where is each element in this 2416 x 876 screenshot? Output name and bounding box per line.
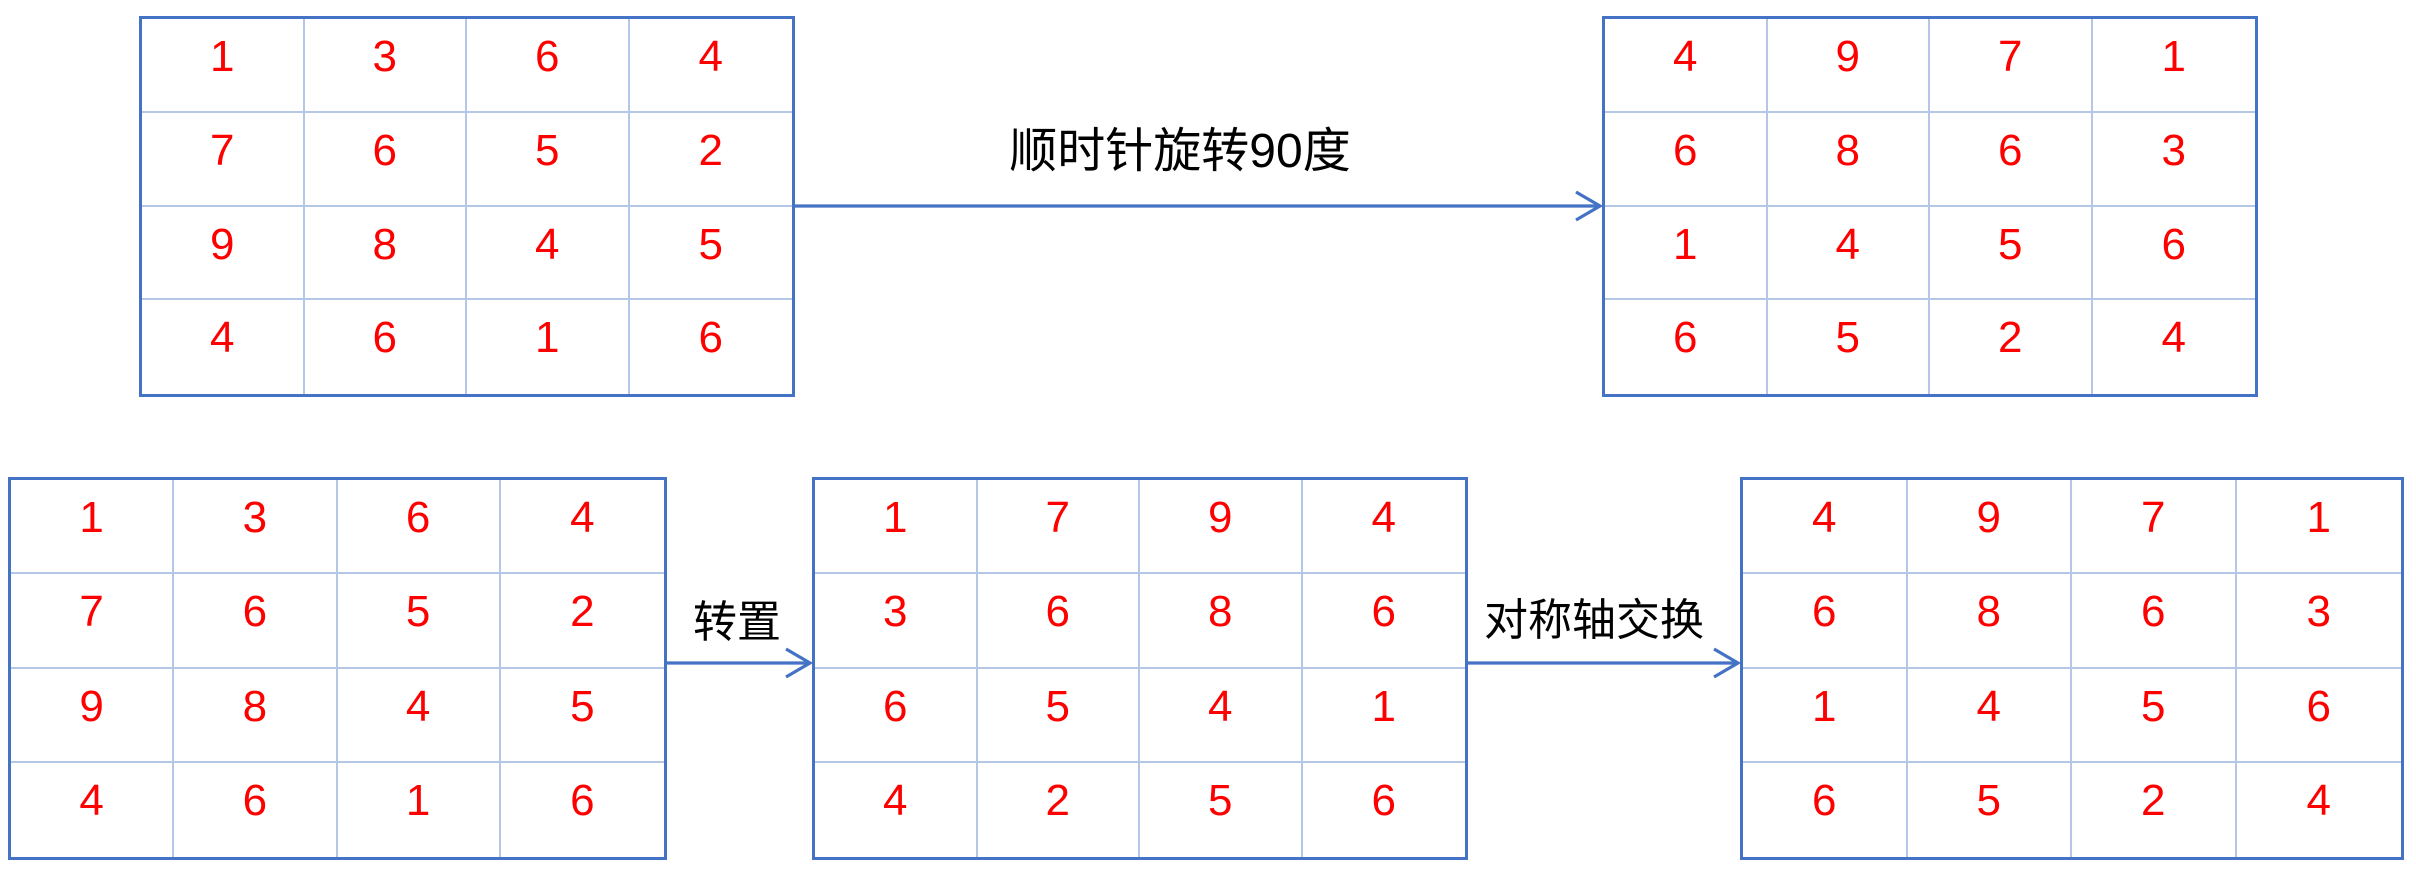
- matrix-cell: 8: [1767, 112, 1930, 207]
- mirror-arrow-label: 对称轴交换: [1484, 596, 1704, 645]
- matrix-cell: 3: [2092, 113, 2255, 207]
- matrix-cell: 6: [1371, 775, 1396, 825]
- matrix-cell: 4: [500, 480, 664, 575]
- matrix-cell: 1: [467, 300, 630, 394]
- matrix-cell: 6: [174, 762, 338, 857]
- matrix-cell: 8: [174, 668, 338, 763]
- matrix-cell: 2: [2072, 762, 2237, 857]
- matrix-cell: 5: [1768, 300, 1930, 394]
- matrix-cell: 6: [2092, 207, 2255, 301]
- matrix-cell: 4: [1605, 19, 1768, 113]
- matrix-cell: 5: [1140, 762, 1303, 857]
- matrix-cell: 4: [1302, 480, 1465, 575]
- matrix-cell: 6: [467, 19, 630, 113]
- matrix-cell: 5: [1908, 762, 2072, 857]
- matrix-cell: 6: [304, 112, 467, 207]
- matrix-cell: 6: [174, 574, 338, 669]
- matrix-cell: 9: [11, 668, 175, 763]
- matrix-cell: 6: [570, 775, 595, 825]
- transpose-arrow: [667, 647, 814, 679]
- matrix-cell: 4: [1767, 206, 1930, 301]
- matrix-cell: 6: [1743, 762, 1908, 857]
- matrix-cell: 5: [629, 207, 792, 301]
- matrix-cell: 3: [815, 574, 978, 669]
- matrix-cell: 6: [337, 480, 501, 575]
- matrix-cell: 1: [338, 762, 501, 857]
- matrix-cell: 4: [467, 206, 630, 301]
- matrix-cell: 9: [1907, 480, 2072, 575]
- matrix-cell: 5: [467, 112, 630, 207]
- matrix-cell: 3: [2236, 574, 2401, 669]
- matrix-cell: 2: [1930, 300, 2093, 394]
- matrix-cell: 4: [2161, 313, 2186, 363]
- matrix-cell: 2: [500, 574, 664, 669]
- matrix-cell: 4: [629, 19, 792, 113]
- matrix-cell: 2: [978, 762, 1140, 857]
- matrix-cell: 1: [11, 480, 175, 575]
- matrix-cell: 6: [2236, 669, 2401, 763]
- matrix-cell: 6: [815, 668, 978, 763]
- matrix-cell: 4: [11, 762, 175, 857]
- matrix-cell: 5: [337, 574, 501, 669]
- matrix-cell: 1: [1743, 668, 1908, 763]
- matrix-cell: 4: [815, 762, 978, 857]
- matrix-cell: 6: [2072, 574, 2237, 669]
- matrix-cell: 4: [337, 668, 501, 763]
- matrix-cell: 1: [2236, 480, 2401, 575]
- matrix-cell: 6: [1605, 300, 1768, 394]
- matrix-cell: 6: [698, 313, 723, 363]
- matrix-cell: 7: [11, 574, 175, 669]
- matrix-cell: 6: [1302, 574, 1465, 669]
- matrix-cell: 5: [2072, 668, 2237, 763]
- matrix-cell: 3: [304, 19, 467, 113]
- matrix-cell: 7: [977, 480, 1140, 575]
- matrix-cell: 2: [629, 113, 792, 207]
- matrix-cell: 6: [1605, 112, 1768, 207]
- mirror-arrow: [1468, 647, 1742, 679]
- matrix-cell: 1: [2092, 19, 2255, 113]
- matrix-cell: 1: [142, 19, 305, 113]
- matrix-cell: 4: [1743, 480, 1908, 575]
- matrix-cell: 4: [142, 300, 305, 394]
- matrix-cell: 6: [1743, 574, 1908, 669]
- matrix-cell: 9: [1140, 480, 1303, 575]
- matrix-cell: 6: [305, 300, 467, 394]
- matrix-cell: 8: [1907, 574, 2072, 669]
- matrix-cell: 5: [977, 668, 1140, 763]
- matrix-cell: 5: [1930, 206, 2093, 301]
- matrix-cell: 9: [142, 206, 305, 301]
- matrix-cell: 8: [1140, 574, 1303, 669]
- matrix-cell: 1: [1605, 206, 1768, 301]
- matrix-cell: 7: [1930, 19, 2093, 113]
- matrix-cell: 7: [142, 112, 305, 207]
- matrix-cell: 6: [1930, 112, 2093, 207]
- matrix-cell: 4: [1140, 668, 1303, 763]
- matrix-cell: 4: [2306, 775, 2331, 825]
- matrix-cell: 9: [1767, 19, 1930, 113]
- matrix-cell: 7: [2072, 480, 2237, 575]
- matrix-cell: 1: [1302, 669, 1465, 763]
- rotate-arrow-label: 顺时针旋转90度: [1009, 125, 1351, 178]
- matrix-cell: 6: [977, 574, 1140, 669]
- matrix-cell: 4: [1907, 668, 2072, 763]
- matrix-cell: 5: [500, 669, 664, 763]
- matrix-cell: 3: [174, 480, 338, 575]
- matrix-cell: 1: [815, 480, 978, 575]
- transpose-arrow-label: 转置: [693, 598, 781, 647]
- matrix-cell: 8: [304, 206, 467, 301]
- rotate-arrow: [795, 190, 1604, 222]
